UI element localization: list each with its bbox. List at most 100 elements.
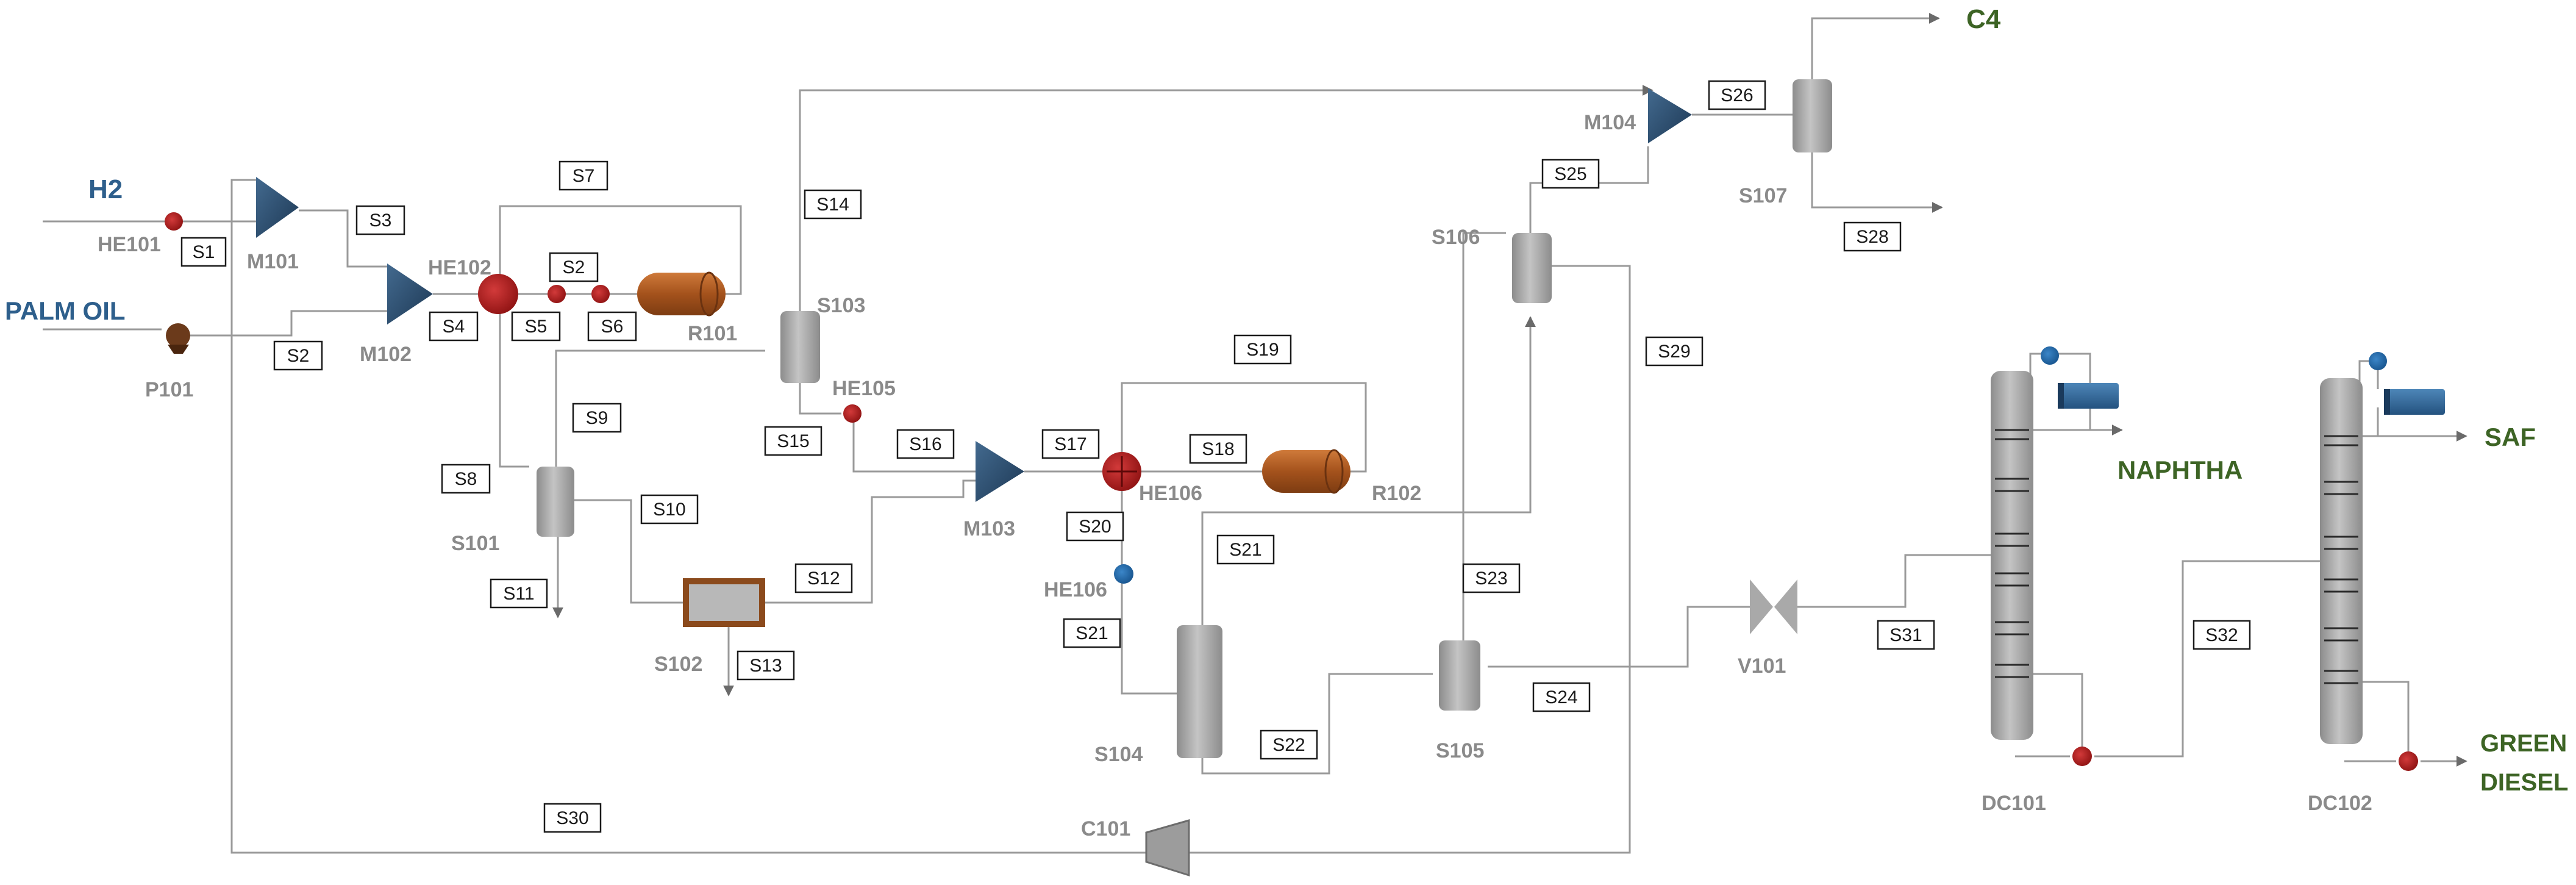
line-s23 (1462, 232, 1506, 640)
stream-tag-s32[interactable]: S32 (2192, 620, 2251, 650)
label-he106: HE106 (1044, 578, 1107, 601)
stream-tag-s30[interactable]: S30 (543, 803, 602, 833)
mixer-icon (256, 177, 299, 238)
stream-tag-s17[interactable]: S17 (1041, 429, 1100, 459)
label-m102: M102 (360, 343, 412, 366)
stream-tag-s12[interactable]: S12 (794, 563, 853, 593)
line-dc101-reboil (2015, 673, 2083, 756)
line-s9 (555, 349, 765, 467)
svg-text:S31: S31 (1889, 625, 1922, 645)
stream-tags: S1 S2 S2 S3 S4 S5 S6 S7 S8 S9 S10 S11 S1… (180, 80, 2251, 833)
stream-tag-s10[interactable]: S10 (640, 494, 699, 525)
stream-tag-s19[interactable]: S19 (1233, 334, 1292, 365)
svg-text:S14: S14 (816, 195, 849, 215)
line-s14 (799, 85, 1654, 345)
line-s10 (573, 499, 683, 604)
label-s103: S103 (817, 294, 865, 317)
stream-tag-s26[interactable]: S26 (1708, 80, 1766, 110)
label-s107: S107 (1739, 184, 1787, 207)
svg-text:S10: S10 (653, 500, 685, 520)
svg-text:S4: S4 (443, 317, 465, 337)
separator-icon (1439, 640, 1480, 711)
feed-label-palm-oil: PALM OIL (5, 296, 126, 325)
stream-tag-s11[interactable]: S11 (490, 578, 548, 609)
label-dc101: DC101 (1982, 792, 2046, 815)
line-s31 (1797, 554, 1991, 608)
separator-icon (1512, 233, 1552, 303)
label-he105: HE105 (832, 377, 896, 400)
line-s21-up (1201, 316, 1536, 625)
heater-icon (591, 285, 610, 303)
svg-text:S7: S7 (573, 166, 595, 186)
label-r101: R101 (688, 322, 737, 345)
separator-icon (1177, 625, 1222, 758)
svg-text:S6: S6 (601, 317, 624, 337)
stream-tag-s6[interactable]: S6 (587, 311, 637, 342)
line-s24 (1488, 606, 1750, 668)
stream-tag-s18[interactable]: S18 (1189, 434, 1247, 464)
stream-tag-s16[interactable]: S16 (896, 429, 955, 459)
separator-icon (537, 467, 574, 537)
heater-icon (478, 274, 518, 314)
condenser-icon (2058, 383, 2119, 409)
line-s30-recycle (230, 179, 1146, 854)
stream-tag-s2[interactable]: S2 (549, 252, 599, 282)
column-icon (1991, 371, 2033, 740)
stream-tag-s20[interactable]: S20 (1066, 511, 1124, 542)
stream-tag-s7[interactable]: S7 (558, 160, 608, 191)
svg-text:S9: S9 (586, 408, 608, 428)
equipment-icons (165, 79, 2445, 877)
separator-icon (780, 311, 820, 383)
stream-tag-s22[interactable]: S22 (1260, 729, 1318, 760)
svg-text:S30: S30 (556, 808, 588, 828)
svg-text:S24: S24 (1545, 687, 1577, 708)
product-label-green-diesel: GREEN (2480, 730, 2567, 757)
stream-tag-s21[interactable]: S21 (1063, 618, 1121, 648)
separator-icon (1793, 79, 1832, 152)
stream-tag-s8[interactable]: S8 (441, 464, 491, 494)
svg-text:S15: S15 (777, 431, 809, 451)
svg-text:S21: S21 (1076, 623, 1108, 643)
svg-text:S16: S16 (909, 434, 941, 454)
line-s2-oil (183, 310, 387, 337)
stream-tag-s3[interactable]: S3 (355, 205, 405, 235)
stream-tag-s9[interactable]: S9 (572, 403, 622, 433)
stream-tag-s5[interactable]: S5 (511, 311, 561, 342)
stream-tag-s2[interactable]: S2 (273, 340, 323, 371)
svg-text:S21: S21 (1229, 540, 1261, 560)
heater-icon (165, 212, 183, 231)
stream-tag-s23[interactable]: S23 (1462, 563, 1521, 593)
line-s3 (299, 209, 387, 268)
product-label-saf: SAF (2485, 423, 2536, 451)
svg-text:S11: S11 (503, 584, 534, 604)
stream-tag-s4[interactable]: S4 (429, 311, 479, 342)
stream-tag-s28[interactable]: S28 (1843, 221, 1902, 252)
stream-tag-s1[interactable]: S1 (180, 237, 227, 267)
stream-tag-s15[interactable]: S15 (764, 426, 822, 456)
heater-icon (2399, 751, 2418, 771)
stream-tag-s29[interactable]: S29 (1645, 336, 1704, 367)
svg-text:S28: S28 (1856, 227, 1888, 247)
cooler-icon (2041, 346, 2059, 365)
svg-text:S19: S19 (1246, 340, 1279, 360)
line-s29 (1189, 265, 1631, 854)
stream-tag-s25[interactable]: S25 (1541, 159, 1600, 189)
label-s106: S106 (1432, 226, 1480, 249)
mixer-icon (976, 441, 1024, 502)
filter-icon (683, 578, 765, 627)
stream-tag-s14[interactable]: S14 (804, 189, 862, 220)
svg-text:S2: S2 (563, 257, 585, 278)
stream-tag-s21[interactable]: S21 (1216, 534, 1275, 565)
svg-text:S17: S17 (1054, 434, 1086, 454)
svg-text:S20: S20 (1079, 517, 1111, 537)
stream-tag-s31[interactable]: S31 (1877, 620, 1935, 650)
feed-product-labels: H2 PALM OIL C4 NAPHTHA SAF GREEN DIESEL (5, 4, 2568, 796)
line-s12 (765, 479, 976, 604)
svg-text:S3: S3 (369, 210, 392, 231)
label-m103: M103 (963, 517, 1015, 540)
stream-tag-s13[interactable]: S13 (737, 650, 795, 681)
stream-tag-s24[interactable]: S24 (1532, 682, 1591, 712)
line-s8 (499, 309, 529, 468)
svg-text:S13: S13 (749, 656, 782, 676)
product-label-naphtha: NAPHTHA (2118, 456, 2242, 484)
